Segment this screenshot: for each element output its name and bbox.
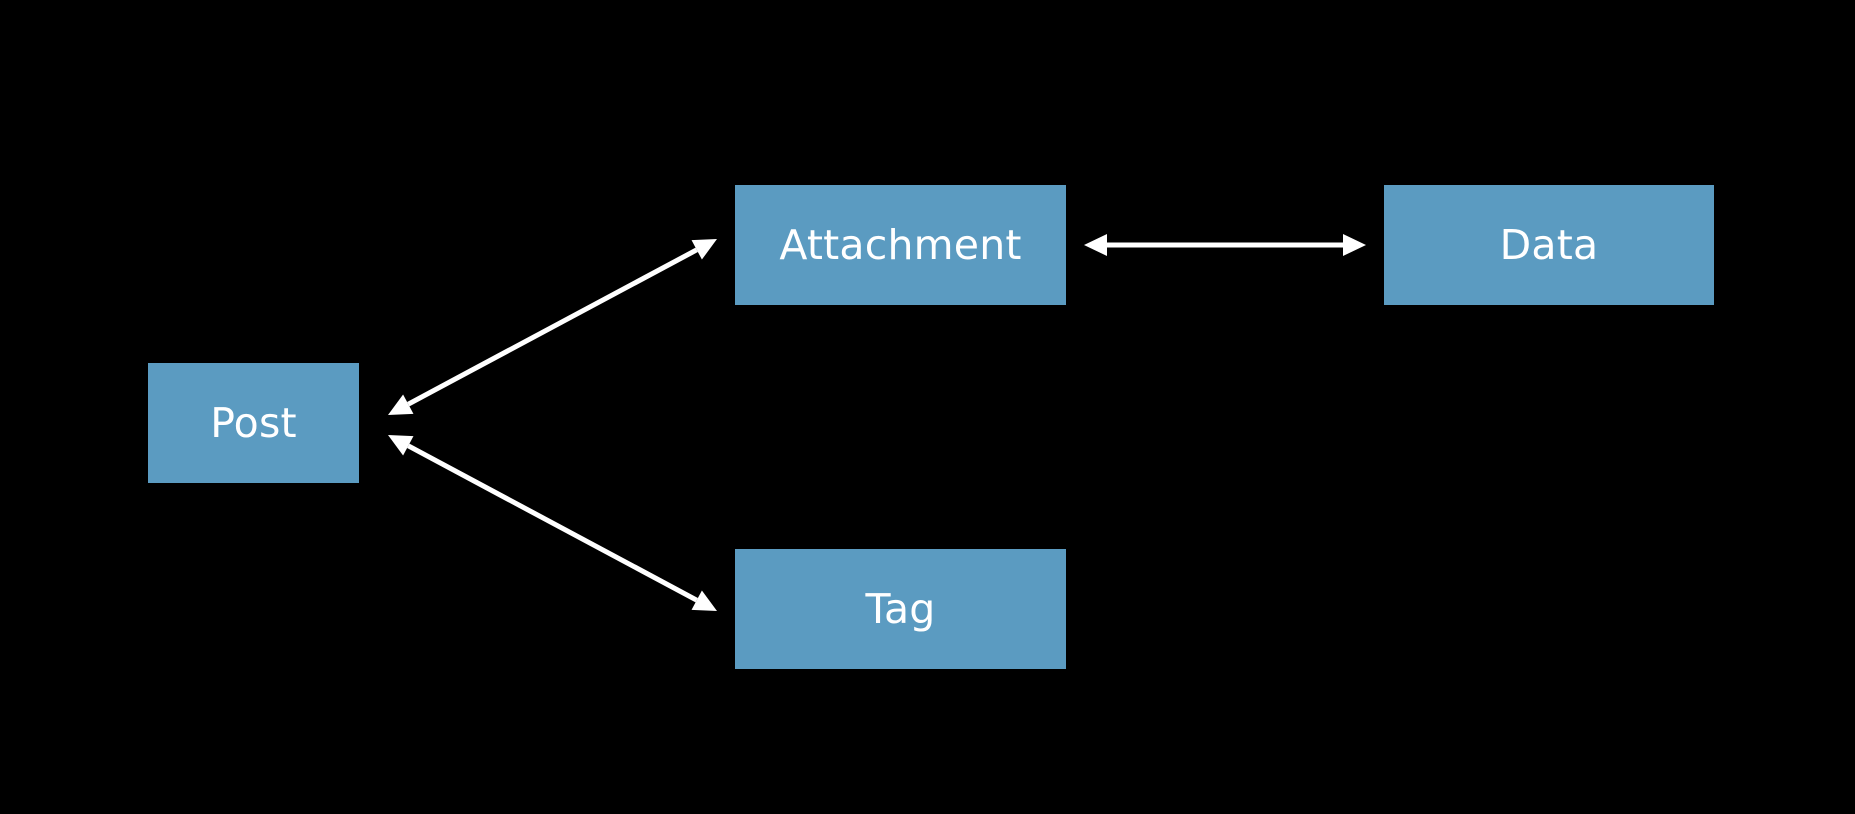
node-attachment-label: Attachment bbox=[779, 221, 1022, 269]
node-tag: Tag bbox=[735, 549, 1066, 669]
edge-line-post-tag bbox=[407, 443, 698, 603]
node-attachment: Attachment bbox=[735, 185, 1066, 305]
node-data-label: Data bbox=[1499, 221, 1599, 269]
edge-attachment-data bbox=[1084, 234, 1366, 256]
arrowhead-data-end bbox=[1343, 234, 1366, 256]
node-data: Data bbox=[1384, 185, 1714, 305]
edge-line-post-attachment bbox=[407, 247, 698, 407]
arrowhead-attachment-end bbox=[691, 239, 717, 260]
arrowhead-post-end bbox=[388, 435, 414, 456]
node-post: Post bbox=[148, 363, 359, 483]
arrowhead-tag-end bbox=[691, 590, 717, 611]
arrowhead-attachment-end bbox=[1084, 234, 1107, 256]
node-tag-label: Tag bbox=[865, 585, 936, 633]
arrowhead-post-end bbox=[388, 394, 414, 415]
edge-post-tag bbox=[388, 435, 717, 611]
edge-post-attachment bbox=[388, 239, 717, 415]
node-post-label: Post bbox=[210, 399, 297, 447]
